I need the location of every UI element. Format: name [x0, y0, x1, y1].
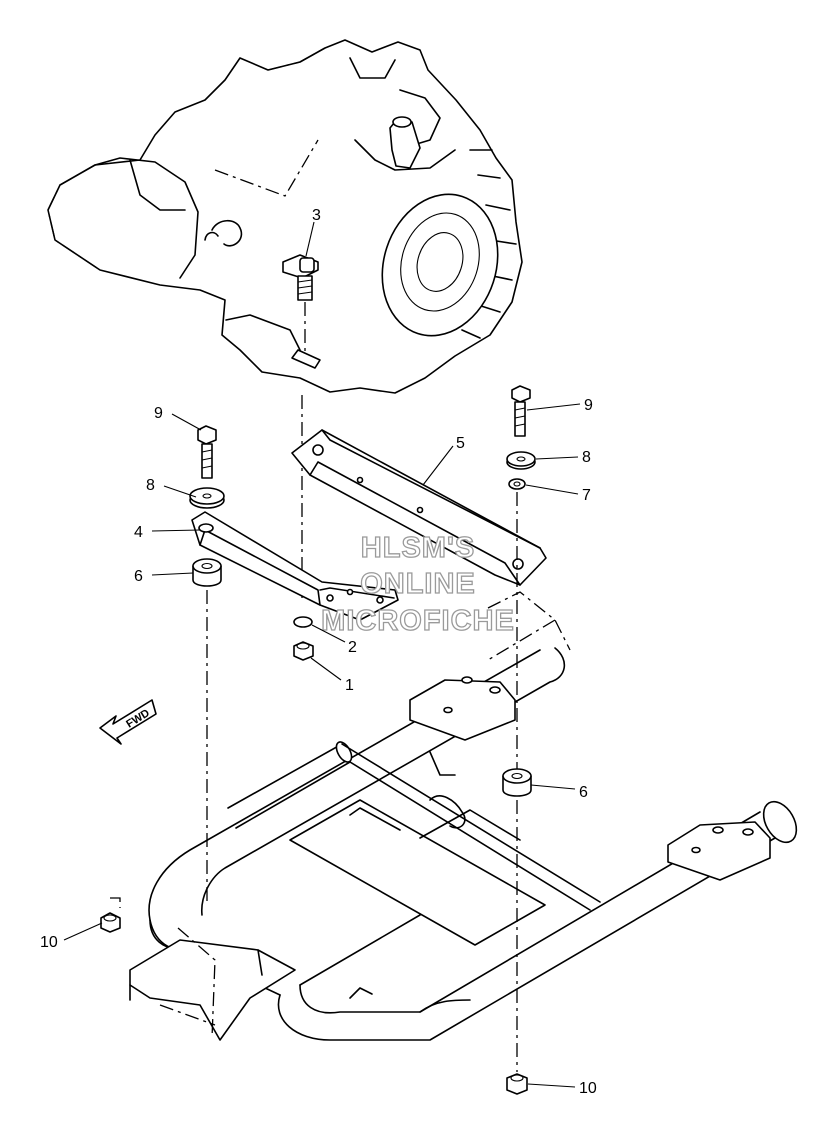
callout-9-right: 9 [584, 397, 593, 414]
callout-3: 3 [312, 207, 321, 224]
bolt-9-right [511, 385, 531, 437]
engine-assembly [47, 39, 523, 394]
damper-6-left [192, 558, 222, 587]
fwd-arrow-icon: FWD [99, 699, 157, 745]
watermark-line-1: HLSM'S [361, 532, 475, 564]
callout-9-left: 9 [154, 405, 163, 422]
callout-5: 5 [456, 435, 465, 452]
nut-10-left [100, 912, 121, 933]
callout-1: 1 [345, 677, 354, 694]
damper-6-right [502, 768, 532, 797]
callout-10-right: 10 [579, 1080, 597, 1097]
watermark-line-2: ONLINE [360, 568, 476, 600]
frame [110, 591, 798, 1041]
nut-10-right [506, 1073, 528, 1095]
callouts: 3 9 8 4 6 2 1 5 9 8 7 6 10 10 [40, 207, 597, 1097]
callout-7: 7 [582, 487, 591, 504]
watermark-line-3: MICROFICHE [321, 605, 515, 637]
callout-8-right: 8 [582, 449, 591, 466]
callout-2: 2 [348, 639, 357, 656]
watermark: HLSM'S ONLINE MICROFICHE [321, 531, 515, 637]
washer-8-right [506, 451, 536, 470]
engine-bracket-4 [191, 511, 399, 621]
washer-8-left [189, 487, 225, 509]
callout-4: 4 [134, 524, 143, 541]
engine-bracket-5 [291, 429, 547, 586]
collar-2 [293, 616, 313, 628]
nut-1 [293, 641, 314, 661]
callout-10-left: 10 [40, 934, 58, 951]
bolt-9-left [197, 425, 217, 479]
callout-8-left: 8 [146, 477, 155, 494]
callout-6-right: 6 [579, 784, 588, 801]
collar-7-right [508, 478, 526, 490]
bolt-flange-3 [282, 254, 319, 301]
callout-6-left: 6 [134, 568, 143, 585]
